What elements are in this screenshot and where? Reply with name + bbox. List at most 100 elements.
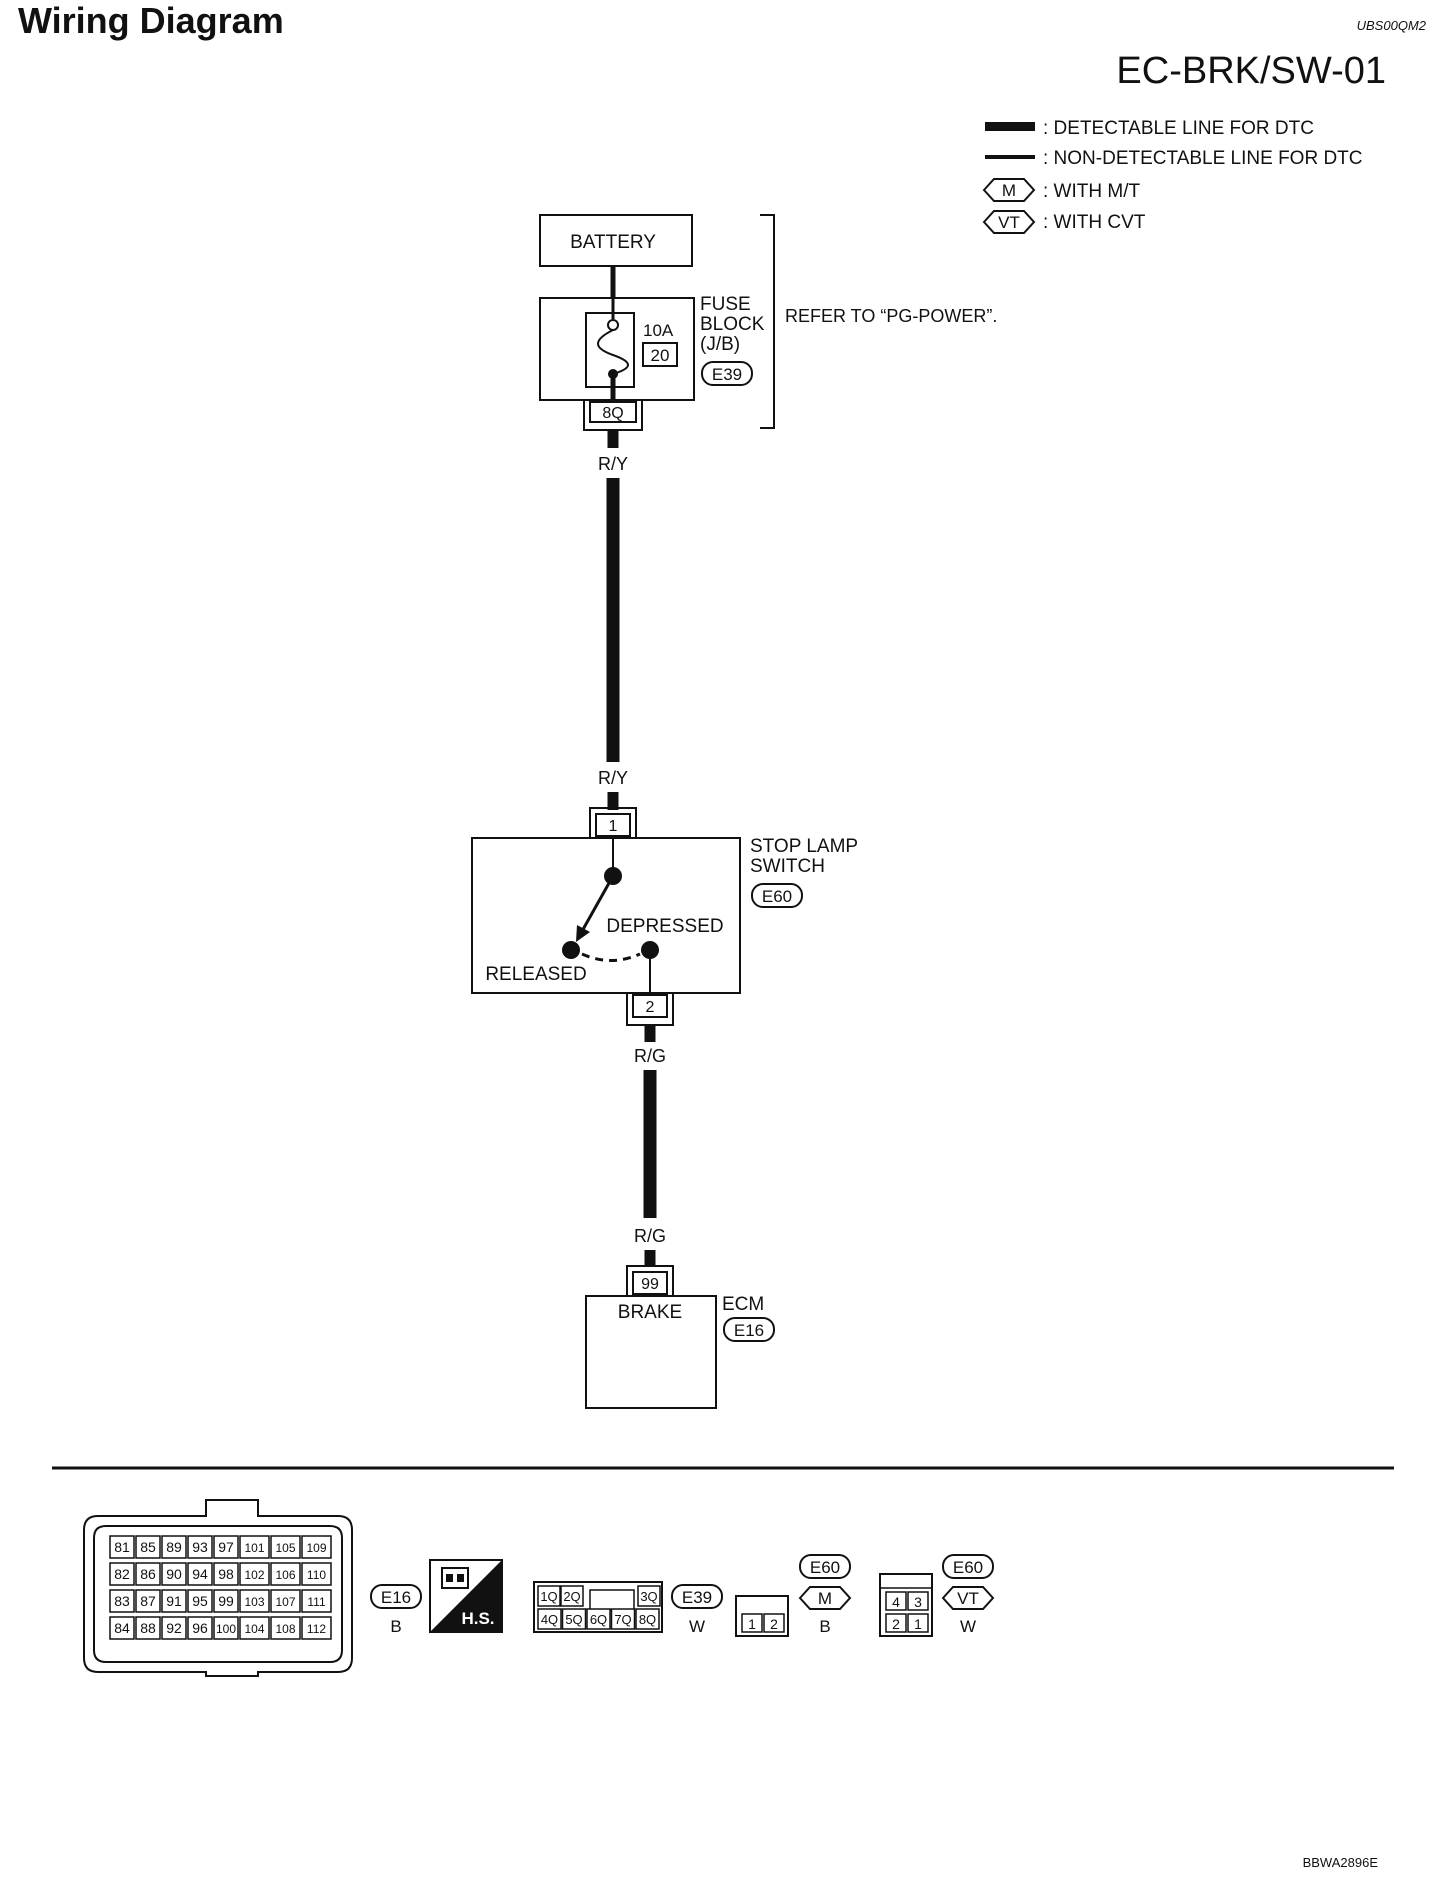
ecm-connector-id: E16	[734, 1321, 764, 1340]
e16-pin-label: 92	[166, 1620, 182, 1636]
legend-cvt-text: : WITH CVT	[1043, 212, 1146, 233]
e16-pin-label: 83	[114, 1593, 130, 1609]
e39-pin-3q-box	[637, 1585, 661, 1607]
e16-pin-box	[187, 1589, 213, 1613]
ecm-terminal-bracket	[626, 1265, 674, 1296]
hs-icon-fill	[430, 1560, 502, 1632]
switch-linkage	[581, 952, 641, 962]
battery-box	[539, 214, 693, 267]
non-detectable-line-sample	[985, 155, 1035, 159]
switch-terminal-1-box	[595, 813, 631, 837]
e16-pin-label: 100	[216, 1622, 236, 1636]
e16-pin-box	[270, 1562, 301, 1586]
e16-pin-box	[109, 1616, 135, 1640]
ecm-box	[585, 1295, 717, 1409]
e60-cvt-symbol-hexagon	[941, 1586, 995, 1610]
switch-terminal-2: 2	[646, 999, 655, 1016]
e39-pin-6q: 6Q	[590, 1612, 607, 1627]
e16-pin-box	[270, 1535, 301, 1559]
e16-pin-label: 110	[307, 1568, 326, 1582]
legend-mt-text: : WITH M/T	[1043, 181, 1140, 202]
wire-ry-label-bottom: R/Y	[598, 768, 628, 788]
e16-housing-inner	[93, 1525, 343, 1663]
e16-pin-label: 88	[140, 1620, 156, 1636]
e60-cvt-pin-3: 3	[914, 1594, 922, 1610]
e16-pin-box	[135, 1535, 161, 1559]
e39-pin-1q: 1Q	[540, 1589, 557, 1604]
e39-pin-5q-box	[561, 1608, 587, 1630]
e60-mt-pin-1: 1	[748, 1616, 756, 1632]
e16-pin-box	[161, 1616, 187, 1640]
e16-pin-box	[301, 1535, 332, 1559]
e16-pin-label: 96	[192, 1620, 208, 1636]
ecm-terminal-box	[632, 1271, 668, 1295]
e39-pin-3q: 3Q	[640, 1589, 657, 1604]
e16-pin-box	[109, 1589, 135, 1613]
e39-pin-6q-box	[586, 1608, 611, 1630]
fuse-block: 10A 20 FUSE BLOCK (J/B) E39 8Q REFER TO …	[539, 214, 997, 431]
e16-pin-label: 95	[192, 1593, 208, 1609]
e16-pin-label: 84	[114, 1620, 130, 1636]
e39-pin-7q: 7Q	[614, 1612, 631, 1627]
fuse-terminal-box	[589, 401, 637, 423]
e16-pin-label: 90	[166, 1566, 182, 1582]
e16-pin-box	[187, 1535, 213, 1559]
e60-cvt-pin-1: 1	[914, 1616, 922, 1632]
e16-pin-label: 99	[218, 1593, 234, 1609]
e16-pin-box	[270, 1616, 301, 1640]
e16-pin-label: 108	[275, 1622, 295, 1636]
e60-cvt-id-oval	[942, 1554, 994, 1579]
fuse-connector-oval	[701, 361, 753, 386]
fuse-terminal-top	[607, 319, 619, 331]
e39-id: E39	[682, 1588, 712, 1607]
e16-pin-box	[109, 1562, 135, 1586]
e39-pin-4q: 4Q	[541, 1612, 558, 1627]
e16-pin-label: 105	[275, 1541, 295, 1555]
e16-pin-label: 94	[192, 1566, 208, 1582]
e39-id-oval	[671, 1584, 723, 1609]
e60-mt-pin-box-1	[741, 1613, 763, 1633]
e16-pin-box	[135, 1589, 161, 1613]
e60-mt-symbol: M	[818, 1589, 832, 1608]
e16-color: B	[390, 1617, 401, 1636]
e16-pin-label: 101	[244, 1541, 264, 1555]
e16-pin-box	[213, 1616, 239, 1640]
e16-pin-label: 102	[244, 1568, 264, 1582]
wire-ry-label-top: R/Y	[598, 454, 628, 474]
e60-mt-color: B	[819, 1617, 830, 1636]
fuse-block-label-1: FUSE	[700, 294, 751, 315]
e39-pin-8q: 8Q	[639, 1612, 656, 1627]
fuse-block-label-2: BLOCK	[700, 314, 765, 335]
e16-pin-box	[135, 1616, 161, 1640]
e16-pin-box	[135, 1562, 161, 1586]
cvt-symbol-hexagon	[982, 210, 1036, 234]
e16-pin-label: 98	[218, 1566, 234, 1582]
stop-lamp-switch: 1 DEPRESSED RELEASED STOP LAMP SWITCH E6…	[471, 807, 858, 1026]
legend: : DETECTABLE LINE FOR DTC : NON-DETECTAB…	[982, 118, 1363, 234]
e16-pin-label: 85	[140, 1539, 156, 1555]
mt-symbol-text: M	[1002, 181, 1016, 200]
e16-pin-label: 81	[114, 1539, 130, 1555]
e16-pin-label: 112	[307, 1622, 326, 1636]
e16-pin-label: 106	[275, 1568, 295, 1582]
image-code: BBWA2896E	[1302, 1855, 1378, 1870]
e16-pin-box	[213, 1589, 239, 1613]
fuse-element	[597, 329, 629, 375]
legend-detectable-text: : DETECTABLE LINE FOR DTC	[1043, 118, 1314, 139]
e16-id-oval	[370, 1584, 422, 1609]
fuse-number: 20	[651, 346, 670, 365]
e60-cvt-pin-box-1	[907, 1613, 929, 1633]
e16-pin-label: 104	[244, 1622, 264, 1636]
e39-pin-2q: 2Q	[563, 1589, 580, 1604]
e16-pin-label: 87	[140, 1593, 156, 1609]
fuse-number-box	[642, 342, 678, 367]
connector-view-e60-mt: 1 2 E60 M B	[735, 1554, 852, 1637]
ecm-label: ECM	[722, 1294, 764, 1315]
e16-pin-label: 97	[218, 1539, 234, 1555]
e16-pin-label: 89	[166, 1539, 182, 1555]
battery-label: BATTERY	[570, 232, 656, 253]
ecm-connector-oval	[723, 1317, 775, 1342]
